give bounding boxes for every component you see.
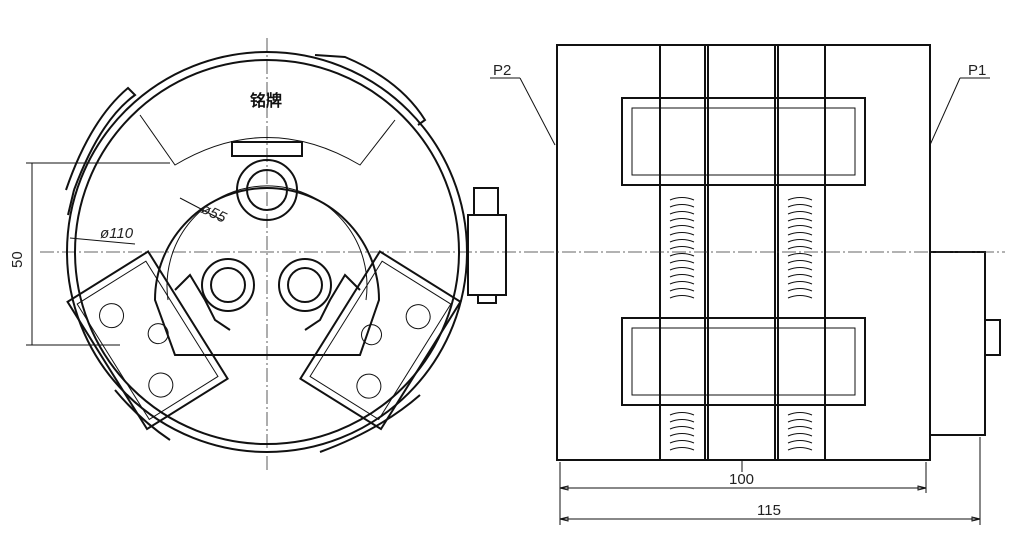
spring-coil: [669, 295, 695, 299]
rim-clip: [314, 54, 427, 126]
spring-coil: [787, 204, 813, 208]
spring-coil: [787, 288, 813, 292]
housing-body: [556, 44, 931, 461]
inner-arc: [166, 185, 368, 301]
spring-coil: [669, 218, 695, 222]
right-terminal-block: [299, 250, 462, 431]
top-hole: [246, 169, 288, 211]
spring-coil: [669, 253, 695, 257]
left-pin-boss: [201, 258, 255, 312]
spring-coil: [787, 239, 813, 243]
lower-coil-block: [621, 317, 866, 406]
dim-line-115: [559, 516, 981, 522]
inner-coil-former: [153, 187, 381, 356]
leader-p1: [929, 77, 961, 146]
spring-coil: [787, 440, 813, 444]
spring-coil: [787, 412, 813, 416]
spring-coil: [669, 426, 695, 430]
leader-55: [179, 197, 223, 221]
spring-coil: [787, 447, 813, 451]
spring-coil: [787, 225, 813, 229]
lower-coil-inner: [631, 327, 856, 396]
dim-50-label: 50: [9, 251, 26, 268]
housing-inner-circle: [74, 59, 460, 445]
pin-slots: [174, 273, 361, 331]
left-pin-hole: [210, 267, 246, 303]
spring-coil: [669, 232, 695, 236]
spring-coil: [669, 246, 695, 250]
spring-coil: [787, 267, 813, 271]
column: [659, 44, 706, 461]
connector-stub: [929, 251, 986, 436]
rim-clip: [65, 86, 137, 216]
spring-coil: [787, 426, 813, 430]
rim-clip: [114, 389, 171, 441]
spring-coil: [669, 260, 695, 264]
spring-coil: [669, 433, 695, 437]
front-view: 铭牌 50 ø11: [9, 38, 540, 470]
spring-coil: [787, 419, 813, 423]
spring-coil: [787, 232, 813, 236]
p2-label: P2: [493, 62, 511, 79]
spring-coil: [669, 412, 695, 416]
spring-coil: [787, 281, 813, 285]
spring-coil: [787, 218, 813, 222]
top-boss: [236, 159, 298, 221]
left-terminal-block: [66, 250, 229, 431]
spring-coil: [787, 253, 813, 257]
spring-coil: [669, 204, 695, 208]
leader-110: [69, 237, 136, 245]
top-clip: [231, 141, 303, 157]
spring-coil: [787, 211, 813, 215]
spring-coil: [787, 295, 813, 299]
dim-115-label: 115: [757, 502, 781, 519]
nameplate-area: [139, 114, 396, 166]
side-view: P2 P1 100 115: [490, 44, 1005, 525]
spring-coil: [669, 281, 695, 285]
column: [777, 44, 826, 461]
nameplate-label: 铭牌: [250, 91, 282, 110]
spring-coil: [787, 433, 813, 437]
spring-coil: [787, 197, 813, 201]
right-pin-hole: [287, 267, 323, 303]
spring-coil: [787, 274, 813, 278]
spring-coil: [669, 225, 695, 229]
springs: [669, 197, 813, 451]
connector-pin: [984, 319, 1001, 356]
rim-clip: [319, 394, 421, 453]
spring-coil: [669, 440, 695, 444]
spring-coil: [669, 447, 695, 451]
spring-coil: [669, 197, 695, 201]
p1-label: P1: [968, 62, 986, 79]
leader-p2: [519, 77, 556, 146]
spring-coil: [669, 419, 695, 423]
side-connector: [467, 187, 507, 304]
dim-55-label: ø55: [198, 200, 229, 227]
spring-coil: [669, 267, 695, 271]
upper-coil-inner: [631, 107, 856, 176]
spring-coil: [669, 274, 695, 278]
upper-coil-block: [621, 97, 866, 186]
column: [707, 44, 776, 461]
right-pin-boss: [278, 258, 332, 312]
spring-coil: [669, 239, 695, 243]
spring-coil: [669, 211, 695, 215]
dim-100-label: 100: [729, 471, 754, 488]
dim-line-100: [559, 485, 927, 491]
dim-110-label: ø110: [100, 225, 134, 242]
spring-coil: [787, 246, 813, 250]
spring-coil: [787, 260, 813, 264]
spring-coil: [669, 288, 695, 292]
